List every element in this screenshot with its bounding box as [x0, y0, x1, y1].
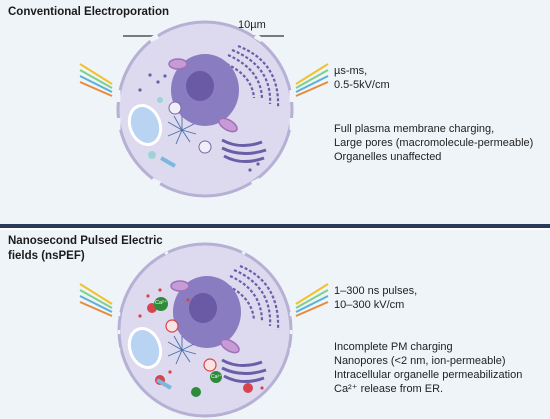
vacuole [127, 104, 163, 146]
effect-line: Organelles unaffected [334, 151, 442, 163]
calcium-markers [154, 297, 222, 397]
effect-line: Large pores (macromolecule-permeable) [334, 137, 534, 149]
panel-divider [0, 224, 550, 228]
effect-line: Nanopores (<2 nm, ion-permeable) [334, 355, 506, 367]
section-title-nspef: Nanosecond Pulsed Electric fields (nsPEF… [8, 234, 163, 264]
field-strength: 0.5-5kV/cm [334, 79, 390, 91]
pulse-params-conventional: µs-ms, 0.5-5kV/cm [334, 64, 390, 92]
cell-nspef [117, 242, 293, 418]
calcium-label: Ca²⁺ [211, 374, 222, 380]
pulse-duration: µs-ms, [334, 65, 368, 77]
field-strength: 10–300 kV/cm [334, 299, 405, 311]
scale-bar-label: 10µm [238, 19, 266, 31]
effects-nspef: Incomplete PM charging Nanopores (<2 nm,… [334, 340, 522, 396]
electrode-left-bottom [79, 283, 113, 317]
effect-line: Intracellular organelle permeabilization [334, 369, 523, 381]
effect-line: Incomplete PM charging [334, 341, 453, 353]
centrosome [167, 115, 197, 145]
pulse-params-nspef: 1–300 ns pulses, 10–300 kV/cm [334, 284, 417, 312]
title-line: Nanosecond Pulsed Electric [8, 235, 163, 247]
section-title-conventional: Conventional Electroporation [8, 6, 170, 18]
vacuole [127, 327, 163, 369]
effect-line: Full plasma membrane charging, [334, 123, 495, 135]
nucleolus [186, 71, 214, 101]
mitochondrion [168, 58, 188, 70]
calcium-label: Ca²⁺ [155, 300, 167, 306]
cell-conventional [115, 20, 295, 198]
effect-line: Ca²⁺ release from ER. [334, 383, 444, 395]
electrode-right-bottom [295, 283, 329, 317]
effects-conventional: Full plasma membrane charging, Large por… [334, 122, 533, 164]
pulse-duration: 1–300 ns pulses, [334, 285, 418, 297]
title-line: fields (nsPEF) [8, 250, 85, 262]
electrode-left-top [79, 63, 113, 97]
electrode-right-top [295, 63, 329, 97]
